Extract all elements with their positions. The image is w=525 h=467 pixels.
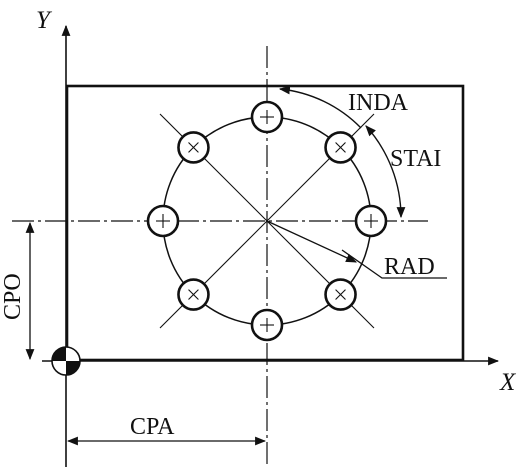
workpiece-outline (65, 84, 465, 362)
hole-4 (324, 278, 357, 311)
workpiece-zero-icon (51, 346, 81, 376)
increment-angle-arc (365, 125, 406, 219)
hole-6 (177, 278, 210, 311)
x-axis-label: X (499, 369, 517, 396)
radius-label: RAD (384, 254, 435, 280)
hole-5 (250, 308, 284, 342)
y-axis-label: Y (36, 7, 53, 34)
cpo-label: CPO (0, 273, 26, 320)
radius-leader (341, 249, 447, 279)
hole-3 (354, 204, 388, 238)
hole-7 (146, 204, 180, 238)
increment-angle-label: STAI (390, 146, 441, 172)
hole-8 (177, 131, 210, 164)
radius-arrow (266, 220, 357, 263)
cpa-label: CPA (130, 414, 175, 440)
start-angle-label: INDA (348, 90, 409, 116)
start-angle-arc (278, 85, 362, 129)
hole-1 (250, 100, 284, 134)
hole-2 (324, 131, 357, 164)
